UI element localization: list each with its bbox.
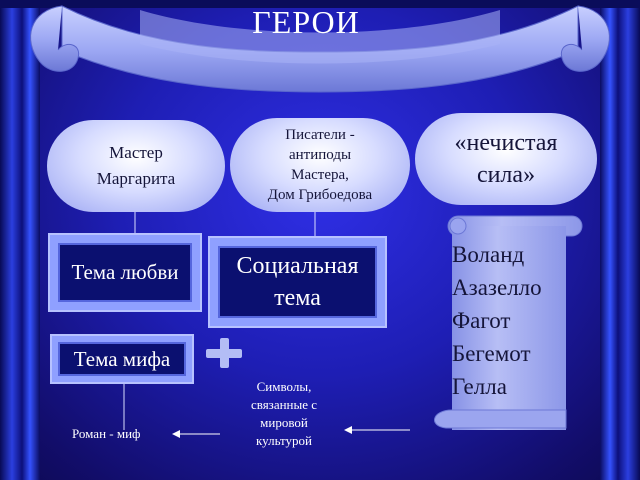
node-master-margarita: Мастер Маргарита [47,120,225,212]
list-item: Бегемот [452,341,531,366]
theme-social-box: Социальная тема [210,238,385,326]
curtain-valance [0,0,640,8]
page-title: ГЕРОИ [252,4,360,40]
node-evil-label: «нечистая сила» [454,130,558,188]
node-master-label: Мастер Маргарита [96,143,176,188]
list-item: Азазелло [452,275,542,300]
scroll-shape [434,215,583,430]
theme-love-box: Тема любви [50,235,200,310]
node-writers-label: Писатели - антиподы Мастера, Дом Грибоед… [267,127,373,203]
curtain-right [600,0,640,480]
evil-characters-list: Воланд Азазелло Фагот Бегемот Гелла [452,238,562,403]
theme-social-label: Социальная тема [236,253,359,311]
theme-myth-box: Тема мифа [52,336,192,382]
list-item: Фагот [452,308,511,333]
node-evil-force: «нечистая сила» [415,113,597,205]
list-item: Воланд [452,242,525,267]
theme-myth-label: Тема мифа [73,346,171,371]
theme-love-label: Тема любви [71,260,179,284]
arrow-symbols-to-roman [172,430,220,438]
roman-myth-label: Роман - миф [72,426,141,441]
node-writers-antipodes: Писатели - антиподы Мастера, Дом Грибоед… [230,118,410,212]
list-item: Гелла [452,374,507,399]
symbols-label: Символы, связанные с мировой культурой [250,379,318,448]
title-banner [30,5,610,93]
curtain-left [0,0,40,480]
plus-icon [206,338,242,368]
arrow-scroll-to-symbols [344,426,410,434]
